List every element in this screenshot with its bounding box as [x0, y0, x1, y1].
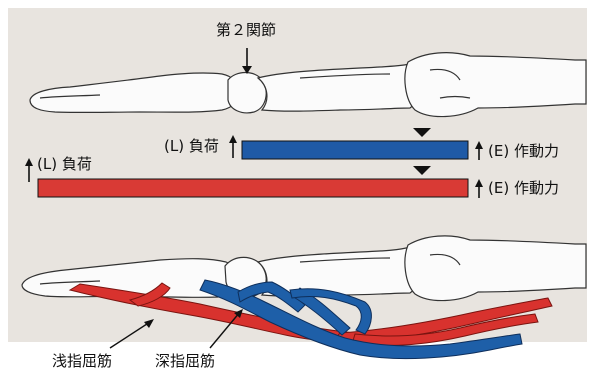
fulcrum-long-marker — [413, 166, 431, 175]
load-arrow-top — [229, 135, 237, 158]
effort-arrow-top — [475, 141, 483, 160]
lever-long-bar — [38, 179, 468, 197]
deep-flexor-label: 深指屈筋 — [155, 352, 215, 370]
joint-label: 第２関節 — [216, 21, 276, 39]
superficial-flexor-label: 浅指屈筋 — [52, 352, 112, 370]
effort-label-bottom: (E) 作動力 — [488, 179, 559, 197]
load-label-bottom: (L) 負荷 — [37, 155, 92, 173]
effort-label-top: (E) 作動力 — [488, 142, 559, 160]
effort-arrow-bottom — [475, 179, 483, 198]
label-pointer-superficial — [110, 319, 154, 348]
lever-short-bar — [242, 141, 468, 159]
middle-phalanx-top — [258, 64, 418, 111]
fulcrum-short-marker — [413, 128, 431, 137]
finger-bones-top — [30, 53, 586, 117]
proximal-phalanx-bottom — [405, 236, 586, 301]
joint-pointer-arrow — [242, 48, 252, 74]
distal-phalanx-top — [30, 73, 238, 112]
load-label-top: (L) 負荷 — [164, 137, 219, 155]
proximal-phalanx-top — [405, 53, 586, 117]
load-arrow-bottom — [25, 158, 33, 182]
